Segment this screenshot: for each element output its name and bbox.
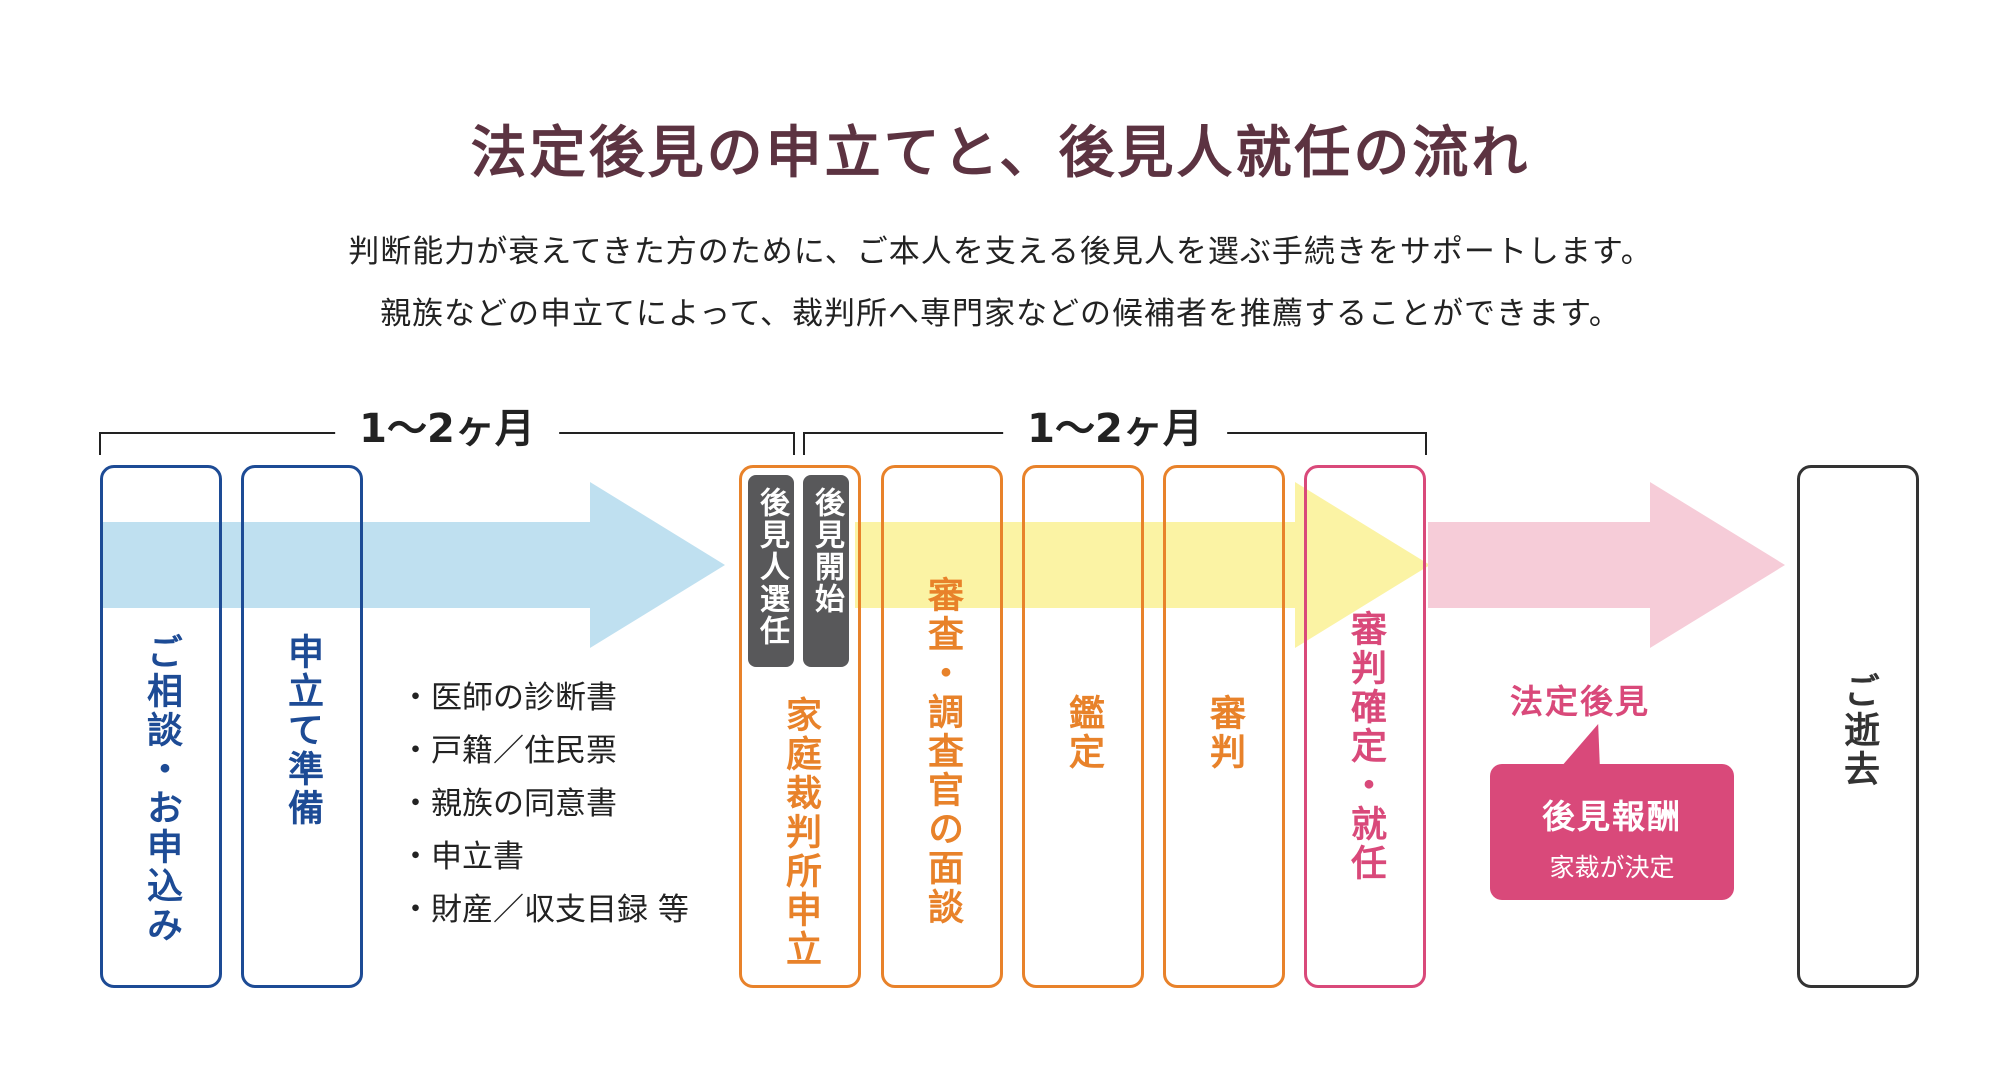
subtitle-line-1: 判断能力が衰えてきた方のために、ご本人を支える後見人を選ぶ手続きをサポートします… — [348, 234, 1653, 270]
arrow-pink — [1428, 482, 1785, 648]
tag-guardian-selection: 後見人選任 — [748, 475, 794, 667]
reward-title: 後見報酬 — [1542, 797, 1682, 836]
reward-callout: 後見報酬 家裁が決定 — [1490, 764, 1734, 900]
step-court-filing-label: 家庭裁判所申立 — [780, 696, 821, 969]
step-appointment: 審判確定・就任 — [1304, 465, 1426, 988]
step-appraisal: 鑑定 — [1022, 465, 1144, 988]
reward-note: 家裁が決定 — [1549, 853, 1675, 882]
document-item: ・申立書 — [400, 839, 524, 875]
tag-guardianship-start: 後見開始 — [803, 475, 849, 667]
step-court-filing: 家庭裁判所申立 — [739, 465, 861, 988]
step-death-label: ご逝去 — [1838, 672, 1879, 789]
step-appraisal-label: 鑑定 — [1063, 694, 1104, 772]
document-item: ・戸籍／住民票 — [400, 733, 617, 769]
period-label-2: 1～2ヶ月 — [1003, 405, 1227, 453]
step-prepare-label: 申立て準備 — [282, 633, 323, 828]
arrow-blue — [100, 482, 725, 648]
step-consult: ご相談・お申込み — [100, 465, 222, 988]
required-documents: ・医師の診断書 ・戸籍／住民票 ・親族の同意書 ・申立書 ・財産／収支目録 等 — [400, 672, 689, 937]
step-prepare: 申立て準備 — [241, 465, 363, 988]
step-interview-label: 審査・調査官の面談 — [922, 576, 963, 927]
tag-guardian-selection-label: 後見人選任 — [754, 487, 789, 647]
tag-guardianship-start-label: 後見開始 — [809, 487, 844, 615]
document-item: ・親族の同意書 — [400, 786, 617, 822]
document-item: ・財産／収支目録 等 — [400, 892, 689, 928]
step-consult-label: ご相談・お申込み — [141, 633, 182, 945]
document-item: ・医師の診断書 — [400, 680, 617, 716]
step-judgment: 審判 — [1163, 465, 1285, 988]
step-appointment-label: 審判確定・就任 — [1345, 610, 1386, 883]
period-label-1: 1～2ヶ月 — [335, 405, 559, 453]
step-interview: 審査・調査官の面談 — [881, 465, 1003, 988]
page-title: 法定後見の申立てと、後見人就任の流れ — [470, 121, 1531, 186]
step-death: ご逝去 — [1797, 465, 1919, 988]
subtitle-line-2: 親族などの申立てによって、裁判所へ専門家などの候補者を推薦することができます。 — [380, 296, 1621, 332]
legal-guardian-label: 法定後見 — [1510, 682, 1650, 721]
step-judgment-label: 審判 — [1204, 694, 1245, 772]
